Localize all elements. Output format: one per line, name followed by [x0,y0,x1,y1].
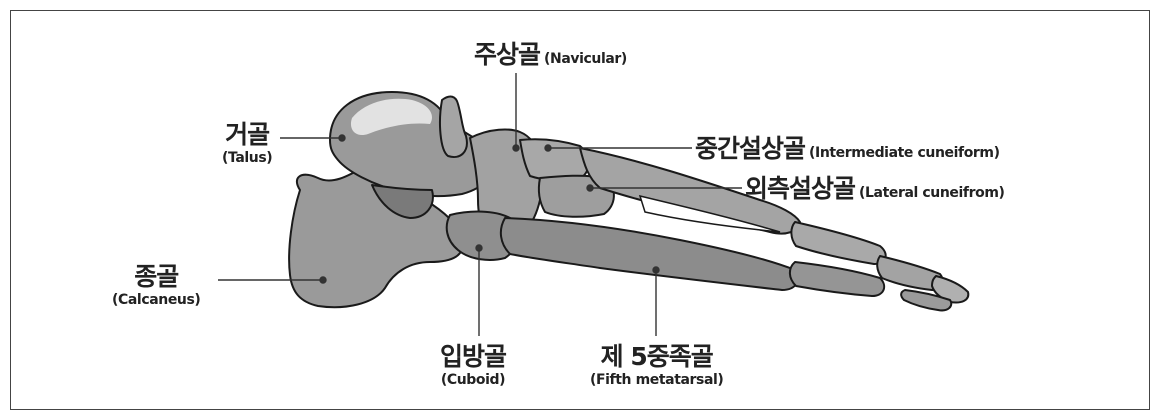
talus-neck [440,97,467,158]
label-cuboid: 입방골 (Cuboid) [440,344,506,387]
label-lateral-cuneiform-ko: 외측설상골 [745,176,855,201]
label-lateral-cuneiform-en: (Lateral cuneifrom) [859,186,1005,200]
intermediate-cuneiform-bone [520,139,589,181]
label-intermediate-cuneiform-en: (Intermediate cuneiform) [809,146,1000,160]
label-calcaneus: 종골 (Calcaneus) [112,264,200,307]
label-intermediate-cuneiform: 중간설상골 (Intermediate cuneiform) [695,136,1000,161]
label-talus-ko: 거골 [225,122,269,147]
label-fifth-metatarsal-en: (Fifth metatarsal) [590,373,723,387]
dot-calcaneus [320,277,326,283]
label-fifth-metatarsal: 제 5중족골 (Fifth metatarsal) [590,344,723,387]
dot-fifth-metatarsal [653,267,659,273]
label-calcaneus-ko: 종골 [134,264,178,289]
label-navicular-en: (Navicular) [544,52,627,66]
label-talus: 거골 (Talus) [222,122,272,165]
label-fifth-metatarsal-ko: 제 5중족골 [601,344,713,369]
label-intermediate-cuneiform-ko: 중간설상골 [695,136,805,161]
dot-navicular [513,145,519,151]
dot-cuboid [476,245,482,251]
label-navicular: 주상골 (Navicular) [474,42,627,67]
label-cuboid-ko: 입방골 [440,344,506,369]
label-calcaneus-en: (Calcaneus) [112,293,200,307]
proximal-phalanx-lower [790,262,884,296]
label-cuboid-en: (Cuboid) [441,373,505,387]
label-talus-en: (Talus) [222,151,272,165]
dot-talus [339,135,345,141]
proximal-phalanx-upper [791,222,885,264]
label-lateral-cuneiform: 외측설상골 (Lateral cuneifrom) [745,176,1005,201]
dot-lateral [587,185,593,191]
label-navicular-ko: 주상골 [474,42,540,67]
dot-intermediate [545,145,551,151]
